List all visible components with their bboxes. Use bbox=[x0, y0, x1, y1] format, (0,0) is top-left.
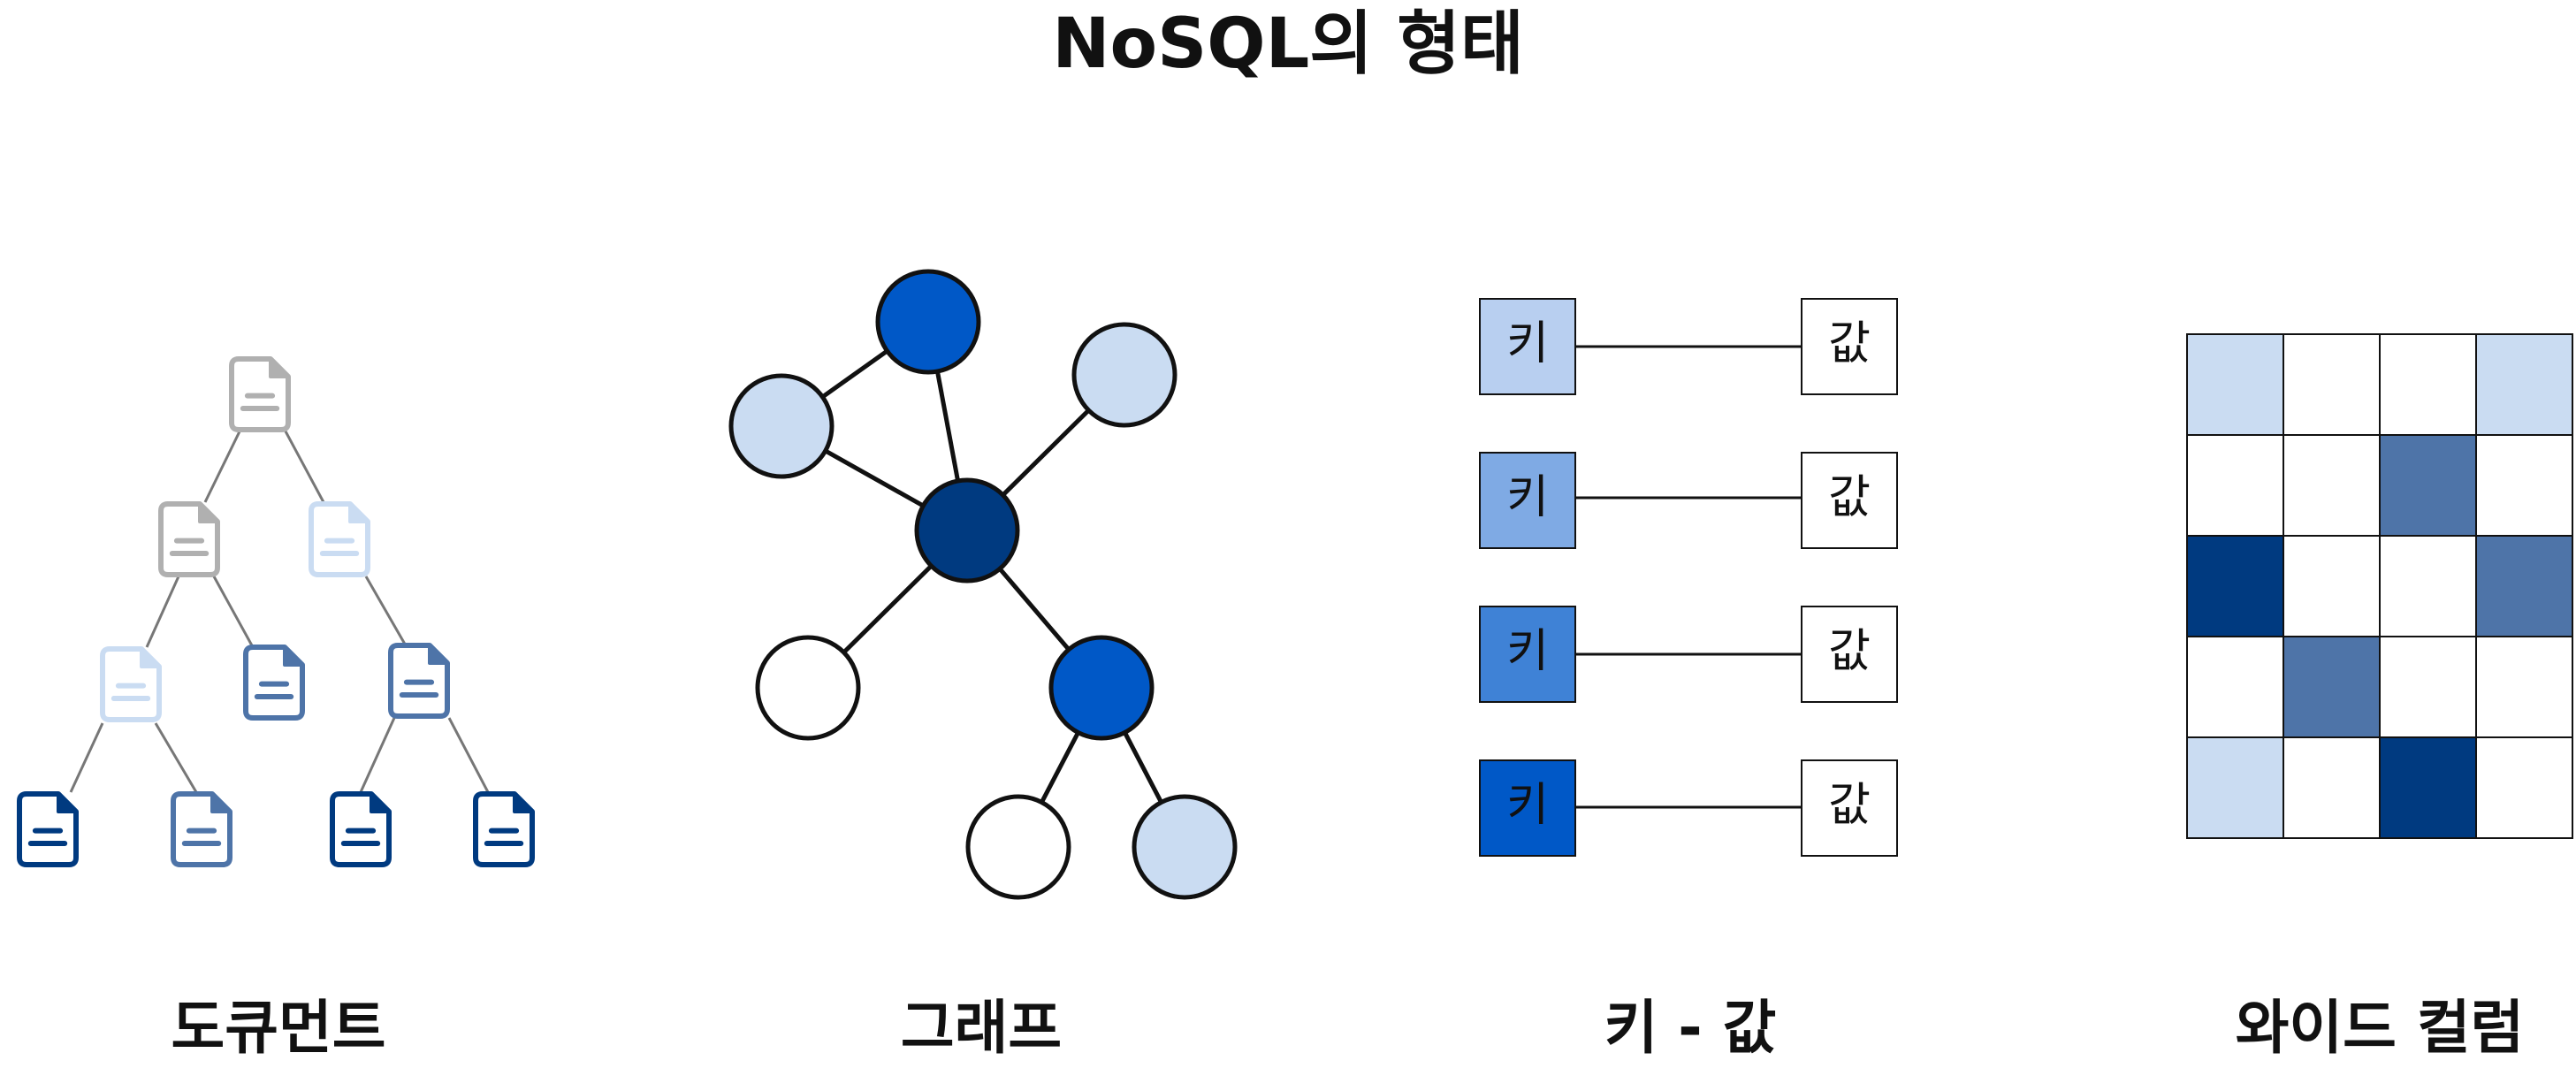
tree-edge bbox=[364, 576, 408, 648]
grid-cell bbox=[2475, 736, 2573, 839]
document-label: 도큐먼트 bbox=[171, 994, 386, 1062]
tree-edge bbox=[145, 576, 180, 648]
grid-cell bbox=[2186, 434, 2284, 537]
graph-node bbox=[728, 373, 835, 479]
key-text: 키 bbox=[1506, 471, 1549, 524]
tree-edge bbox=[203, 429, 242, 503]
key-value-row: 키 값 bbox=[1479, 759, 1898, 857]
key-text: 키 bbox=[1506, 317, 1549, 370]
key-box bbox=[1479, 298, 1576, 395]
document-icons bbox=[17, 356, 535, 867]
tree-edge bbox=[283, 429, 325, 503]
grid-cell bbox=[2283, 333, 2381, 436]
grid-cell bbox=[2379, 636, 2477, 738]
file-icon bbox=[229, 356, 291, 432]
key-box bbox=[1479, 759, 1576, 857]
value-text: 값 bbox=[1828, 779, 1871, 832]
tree-edge bbox=[447, 717, 490, 793]
tree-edge bbox=[154, 722, 198, 793]
file-icon bbox=[330, 791, 392, 867]
grid-cell bbox=[2379, 736, 2477, 839]
key-value-row: 키 값 bbox=[1479, 606, 1898, 703]
file-icon bbox=[100, 646, 162, 722]
graph-node bbox=[1132, 794, 1238, 900]
graph-node bbox=[1048, 635, 1155, 741]
key-text: 키 bbox=[1506, 625, 1549, 678]
value-text: 값 bbox=[1828, 317, 1871, 370]
wide-column-grid bbox=[2186, 333, 2573, 839]
grid-cell bbox=[2283, 736, 2381, 839]
file-icon bbox=[243, 645, 305, 721]
grid-cell bbox=[2186, 736, 2284, 839]
grid-cell bbox=[2283, 535, 2381, 637]
key-box bbox=[1479, 606, 1576, 703]
tree-edge bbox=[69, 722, 104, 793]
key-value-pairs: 키 값 키 값 키 값 키 값 bbox=[1479, 298, 1898, 857]
page-title: NoSQL의 형태 bbox=[1052, 4, 1524, 84]
wide-column-label: 와이드 컬럼 bbox=[2235, 994, 2525, 1062]
value-box bbox=[1801, 298, 1898, 395]
document-tree bbox=[69, 429, 490, 793]
graph-node bbox=[755, 635, 861, 741]
tree-edge bbox=[359, 717, 396, 793]
value-text: 값 bbox=[1828, 625, 1871, 678]
file-icon bbox=[171, 791, 232, 867]
key-value-row: 키 값 bbox=[1479, 452, 1898, 549]
grid-cell bbox=[2475, 535, 2573, 637]
grid-cell bbox=[2283, 636, 2381, 738]
graph-label: 그래프 bbox=[900, 994, 1063, 1062]
graph-node bbox=[1071, 322, 1177, 428]
grid-cell bbox=[2475, 333, 2573, 436]
key-text: 키 bbox=[1506, 779, 1549, 832]
tree-edge bbox=[212, 576, 255, 648]
value-box bbox=[1801, 452, 1898, 549]
grid-cell bbox=[2283, 434, 2381, 537]
grid-cell bbox=[2186, 636, 2284, 738]
graph-node bbox=[914, 477, 1020, 584]
key-value-row: 키 값 bbox=[1479, 298, 1898, 395]
grid-cell bbox=[2379, 333, 2477, 436]
file-icon bbox=[17, 791, 79, 867]
file-icon bbox=[473, 791, 535, 867]
grid-cell bbox=[2475, 636, 2573, 738]
value-text: 값 bbox=[1828, 471, 1871, 524]
key-value-label: 키 - 값 bbox=[1604, 994, 1777, 1062]
grid-cell bbox=[2186, 535, 2284, 637]
grid-cell bbox=[2475, 434, 2573, 537]
value-box bbox=[1801, 606, 1898, 703]
file-icon bbox=[388, 643, 450, 719]
graph-node bbox=[875, 269, 981, 375]
grid-cell bbox=[2186, 333, 2284, 436]
grid-cell bbox=[2379, 434, 2477, 537]
key-box bbox=[1479, 452, 1576, 549]
file-icon bbox=[158, 501, 220, 577]
value-box bbox=[1801, 759, 1898, 857]
file-icon bbox=[309, 501, 370, 577]
graph-nodes bbox=[728, 269, 1238, 900]
graph-node bbox=[965, 794, 1071, 900]
grid-cell bbox=[2379, 535, 2477, 637]
